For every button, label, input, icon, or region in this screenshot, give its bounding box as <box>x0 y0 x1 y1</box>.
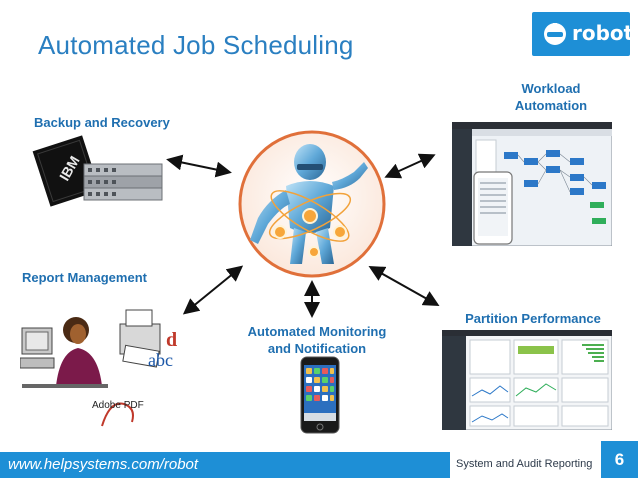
slide-title: Automated Job Scheduling <box>38 30 354 60</box>
partition-performance-screenshot <box>442 330 612 430</box>
label-backup-recovery: Backup and Recovery <box>34 115 170 130</box>
abc-text: abc <box>148 350 173 370</box>
label-workload-automation: Workload Automation <box>496 80 606 114</box>
report-management-illustration: abc d Adobe PDF <box>20 309 177 427</box>
footer-section-text: System and Audit Reporting <box>456 458 593 470</box>
smartphone-illustration <box>300 356 340 434</box>
label-monitor-line1: Automated Monitoring <box>247 324 387 339</box>
letter-d-icon: d <box>166 329 177 351</box>
pdf-text: Adobe PDF <box>92 400 144 411</box>
logo-text: robot <box>572 21 634 45</box>
ibm-server-illustration: IBM <box>32 135 163 207</box>
label-automated-monitoring: Automated Monitoring and Notification <box>232 323 402 357</box>
footer-url[interactable]: www.helpsystems.com/robot <box>8 456 199 473</box>
robot-head-icon <box>544 23 566 45</box>
robot-logo: robot <box>532 12 634 56</box>
footer-bar: www.helpsystems.com/robot System and Aud… <box>0 452 638 478</box>
label-monitor-line2: and Notification <box>267 341 367 356</box>
robot-illustration <box>238 130 386 278</box>
workload-automation-screenshot <box>452 122 612 246</box>
slide-number: 6 <box>601 441 638 478</box>
label-partition-performance: Partition Performance <box>465 311 601 326</box>
label-report-management: Report Management <box>22 270 147 285</box>
label-workload-line1: Workload <box>521 81 581 96</box>
label-workload-line2: Automation <box>514 98 588 113</box>
